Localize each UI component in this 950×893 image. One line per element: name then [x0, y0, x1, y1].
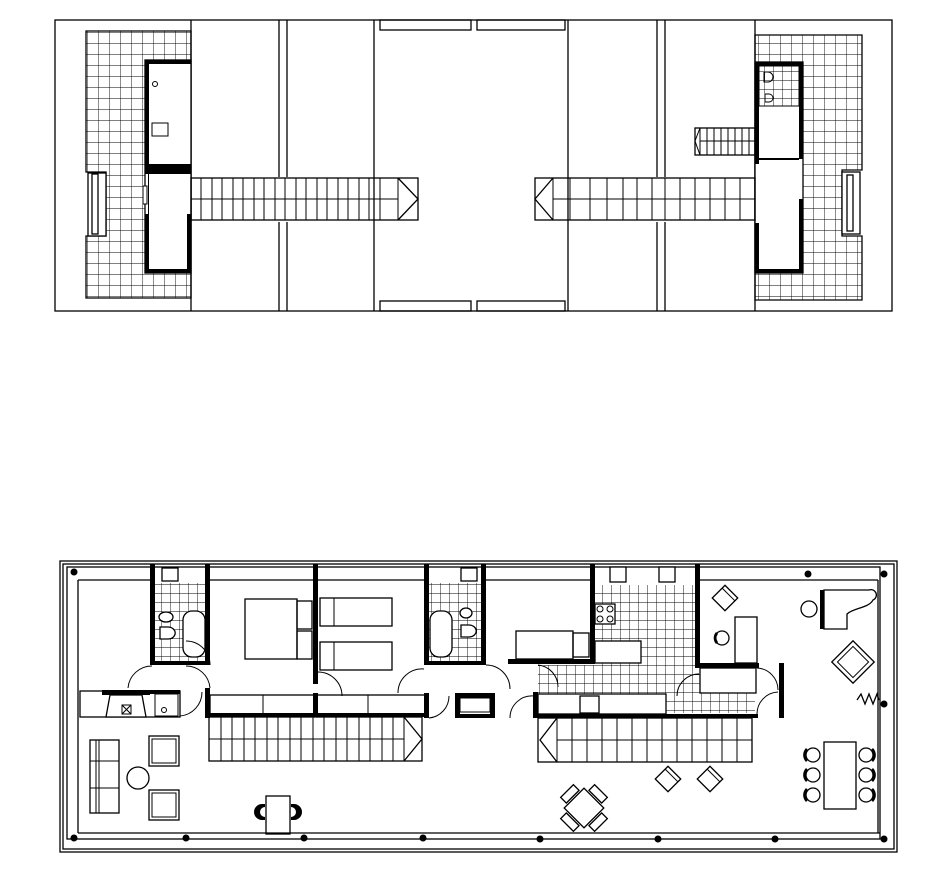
upper-floor-plan	[54, 19, 893, 312]
hall-storage	[79, 665, 535, 719]
bay-lines	[190, 19, 756, 312]
columns	[70, 568, 888, 843]
living-furniture	[89, 735, 302, 835]
bathroom-right	[397, 564, 511, 694]
lower-outline	[59, 560, 898, 853]
right-stair	[534, 127, 756, 221]
bedroom-beds	[244, 564, 393, 697]
left-stair	[190, 177, 419, 221]
dining-chairs	[803, 747, 876, 803]
lower-stair-right	[537, 717, 753, 763]
bathroom-left	[150, 564, 211, 666]
lower-stair-left	[208, 716, 423, 762]
dining-furniture	[559, 584, 880, 833]
lower-floor-plan	[59, 560, 898, 853]
left-terrace	[85, 30, 192, 299]
kitchen	[508, 564, 784, 718]
upper-outline	[54, 19, 893, 312]
right-terrace	[754, 34, 863, 301]
